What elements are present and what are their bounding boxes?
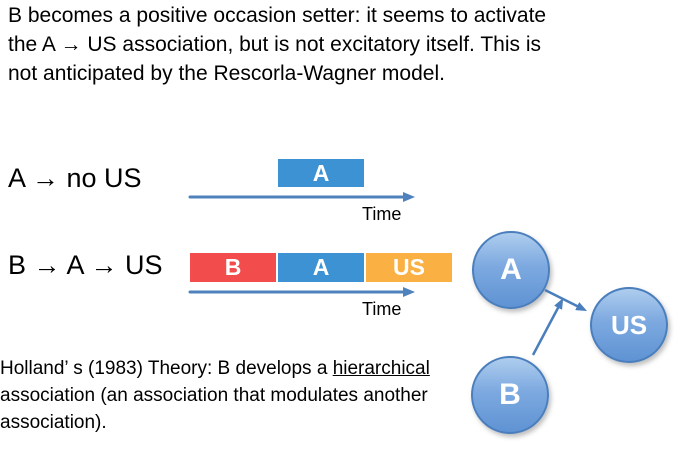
stimulus-box-b-trial2: B <box>190 253 276 282</box>
trial-b-label: B → A → US <box>8 250 163 280</box>
network-node-us: US <box>590 287 668 363</box>
network-node-b: B <box>471 356 549 434</box>
stimulus-box-a-trial1: A <box>278 159 364 187</box>
theory-line-3: association). <box>0 412 107 433</box>
b-to-association-arrow <box>531 298 564 356</box>
theory-line-1-text: Holland’ s (1983) Theory: B develops a <box>0 358 333 379</box>
network-node-us-text: US <box>610 309 648 340</box>
network-node-a: A <box>472 231 550 309</box>
time-label-trial1: Time <box>362 204 402 224</box>
time-label-trial2: Time <box>362 299 402 319</box>
stimulus-box-us-trial2-text: US <box>393 254 425 280</box>
trial-a-label: A → no US <box>8 163 142 193</box>
stimulus-box-b-trial2-text: B <box>224 254 242 280</box>
intro-line-1: B becomes a positive occasion setter: it… <box>8 4 547 27</box>
stimulus-box-a-trial2: A <box>278 253 364 282</box>
theory-paragraph: Holland’ s (1983) Theory: B develops a h… <box>0 355 430 436</box>
stimulus-box-a-trial1-text: A <box>312 159 330 186</box>
stimulus-box-a-trial2-text: A <box>312 254 330 280</box>
theory-hierarchical-underlined: hierarchical <box>332 358 430 379</box>
network-node-b-text: B <box>499 378 521 411</box>
theory-line-2: association (an association that modulat… <box>0 385 428 406</box>
theory-line-1: Holland’ s (1983) Theory: B develops a h… <box>0 355 430 382</box>
intro-line-2: the A → US association, but is not excit… <box>8 33 542 56</box>
stimulus-box-us-trial2: US <box>366 253 452 282</box>
intro-paragraph: B becomes a positive occasion setter: it… <box>8 1 546 88</box>
a-to-us-association-arrow <box>544 288 588 312</box>
network-node-a-text: A <box>500 253 522 286</box>
intro-line-3: not anticipated by the Rescorla-Wagner m… <box>8 62 445 85</box>
